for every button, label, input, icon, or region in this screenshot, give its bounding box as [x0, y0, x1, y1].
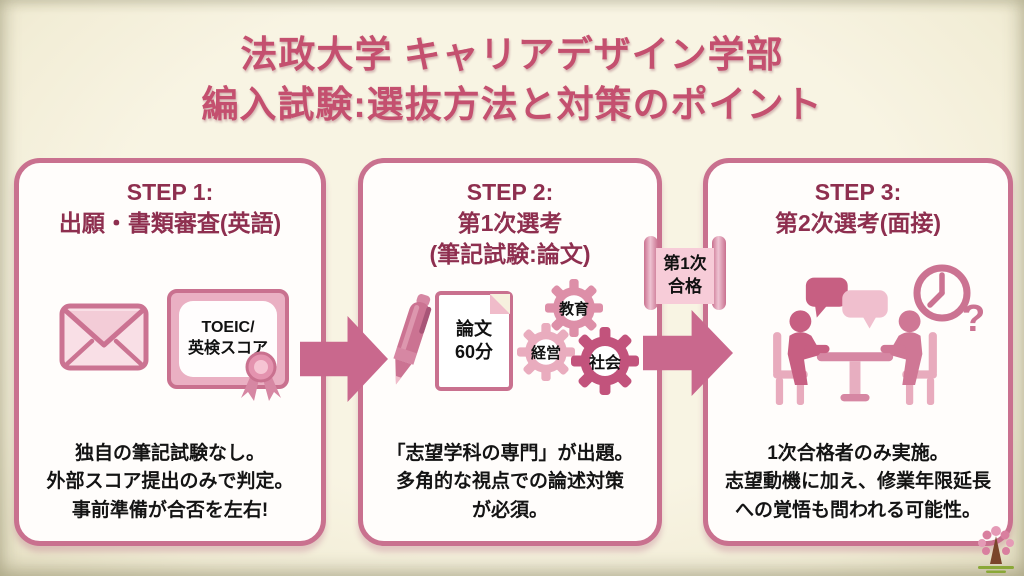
essay-document-icon: 論文 60分	[435, 291, 513, 391]
interview-scene-icon	[764, 275, 946, 413]
clock-question-icon: ?	[910, 261, 986, 341]
first-pass-gate: 第1次 合格	[644, 236, 726, 312]
essay-document-label: 論文 60分	[454, 318, 494, 362]
gear-society-icon: 社会	[571, 327, 639, 395]
step3-description: 1次合格者のみ実施。 志望動機に加え、修業年限延長 への覚悟も問われる可能性。	[724, 442, 991, 521]
certificate-icon: TOEIC/ 英検スコア	[167, 289, 289, 401]
gate-pillar-right	[712, 236, 726, 310]
gear-society-label: 社会	[588, 355, 621, 372]
logo-caption-line2	[986, 570, 1006, 573]
step1-card: STEP 1: 出願・書類審査(英語) TOEIC/ 英検スコア 独	[14, 158, 326, 546]
pen-icon	[381, 293, 441, 395]
gear-management-label: 経営	[530, 344, 561, 362]
gate-pillar-left	[644, 236, 658, 310]
gear-education-icon: 教育	[545, 279, 603, 337]
step3-card: STEP 3: 第2次選考(面接)	[703, 158, 1013, 546]
envelope-icon	[59, 303, 149, 371]
gear-education-label: 教育	[558, 300, 589, 318]
page-title-line1: 法政大学 キャリアデザイン学部	[240, 34, 784, 75]
step1-title: STEP 1: 出願・書類審査(英語)	[58, 179, 282, 236]
ribbon-rosette-icon	[239, 347, 283, 405]
step2-card: STEP 2: 第1次選考 (筆記試験:論文) 論文 60分	[358, 158, 662, 546]
certificate-label: TOEIC/ 英検スコア	[187, 319, 268, 357]
step2-title: STEP 2: 第1次選考 (筆記試験:論文)	[429, 179, 591, 267]
step3-title: STEP 3: 第2次選考(面接)	[774, 179, 942, 236]
watermark-tree-logo	[974, 524, 1018, 574]
logo-caption-line1	[978, 566, 1014, 569]
page-title-line2: 編入試験:選抜方法と対策のポイント	[201, 84, 823, 125]
step1-description: 独自の筆記試験なし。 外部スコア提出のみで判定。 事前準備が合否を左右!	[46, 442, 294, 521]
folded-corner	[490, 294, 510, 314]
step2-description: 「志望学科の専門」が出題。 多角的な視点での論述対策 が必須。	[386, 442, 634, 521]
gear-management-icon: 経営	[517, 323, 575, 381]
first-pass-banner: 第1次 合格	[656, 248, 714, 304]
question-mark: ?	[962, 298, 985, 340]
